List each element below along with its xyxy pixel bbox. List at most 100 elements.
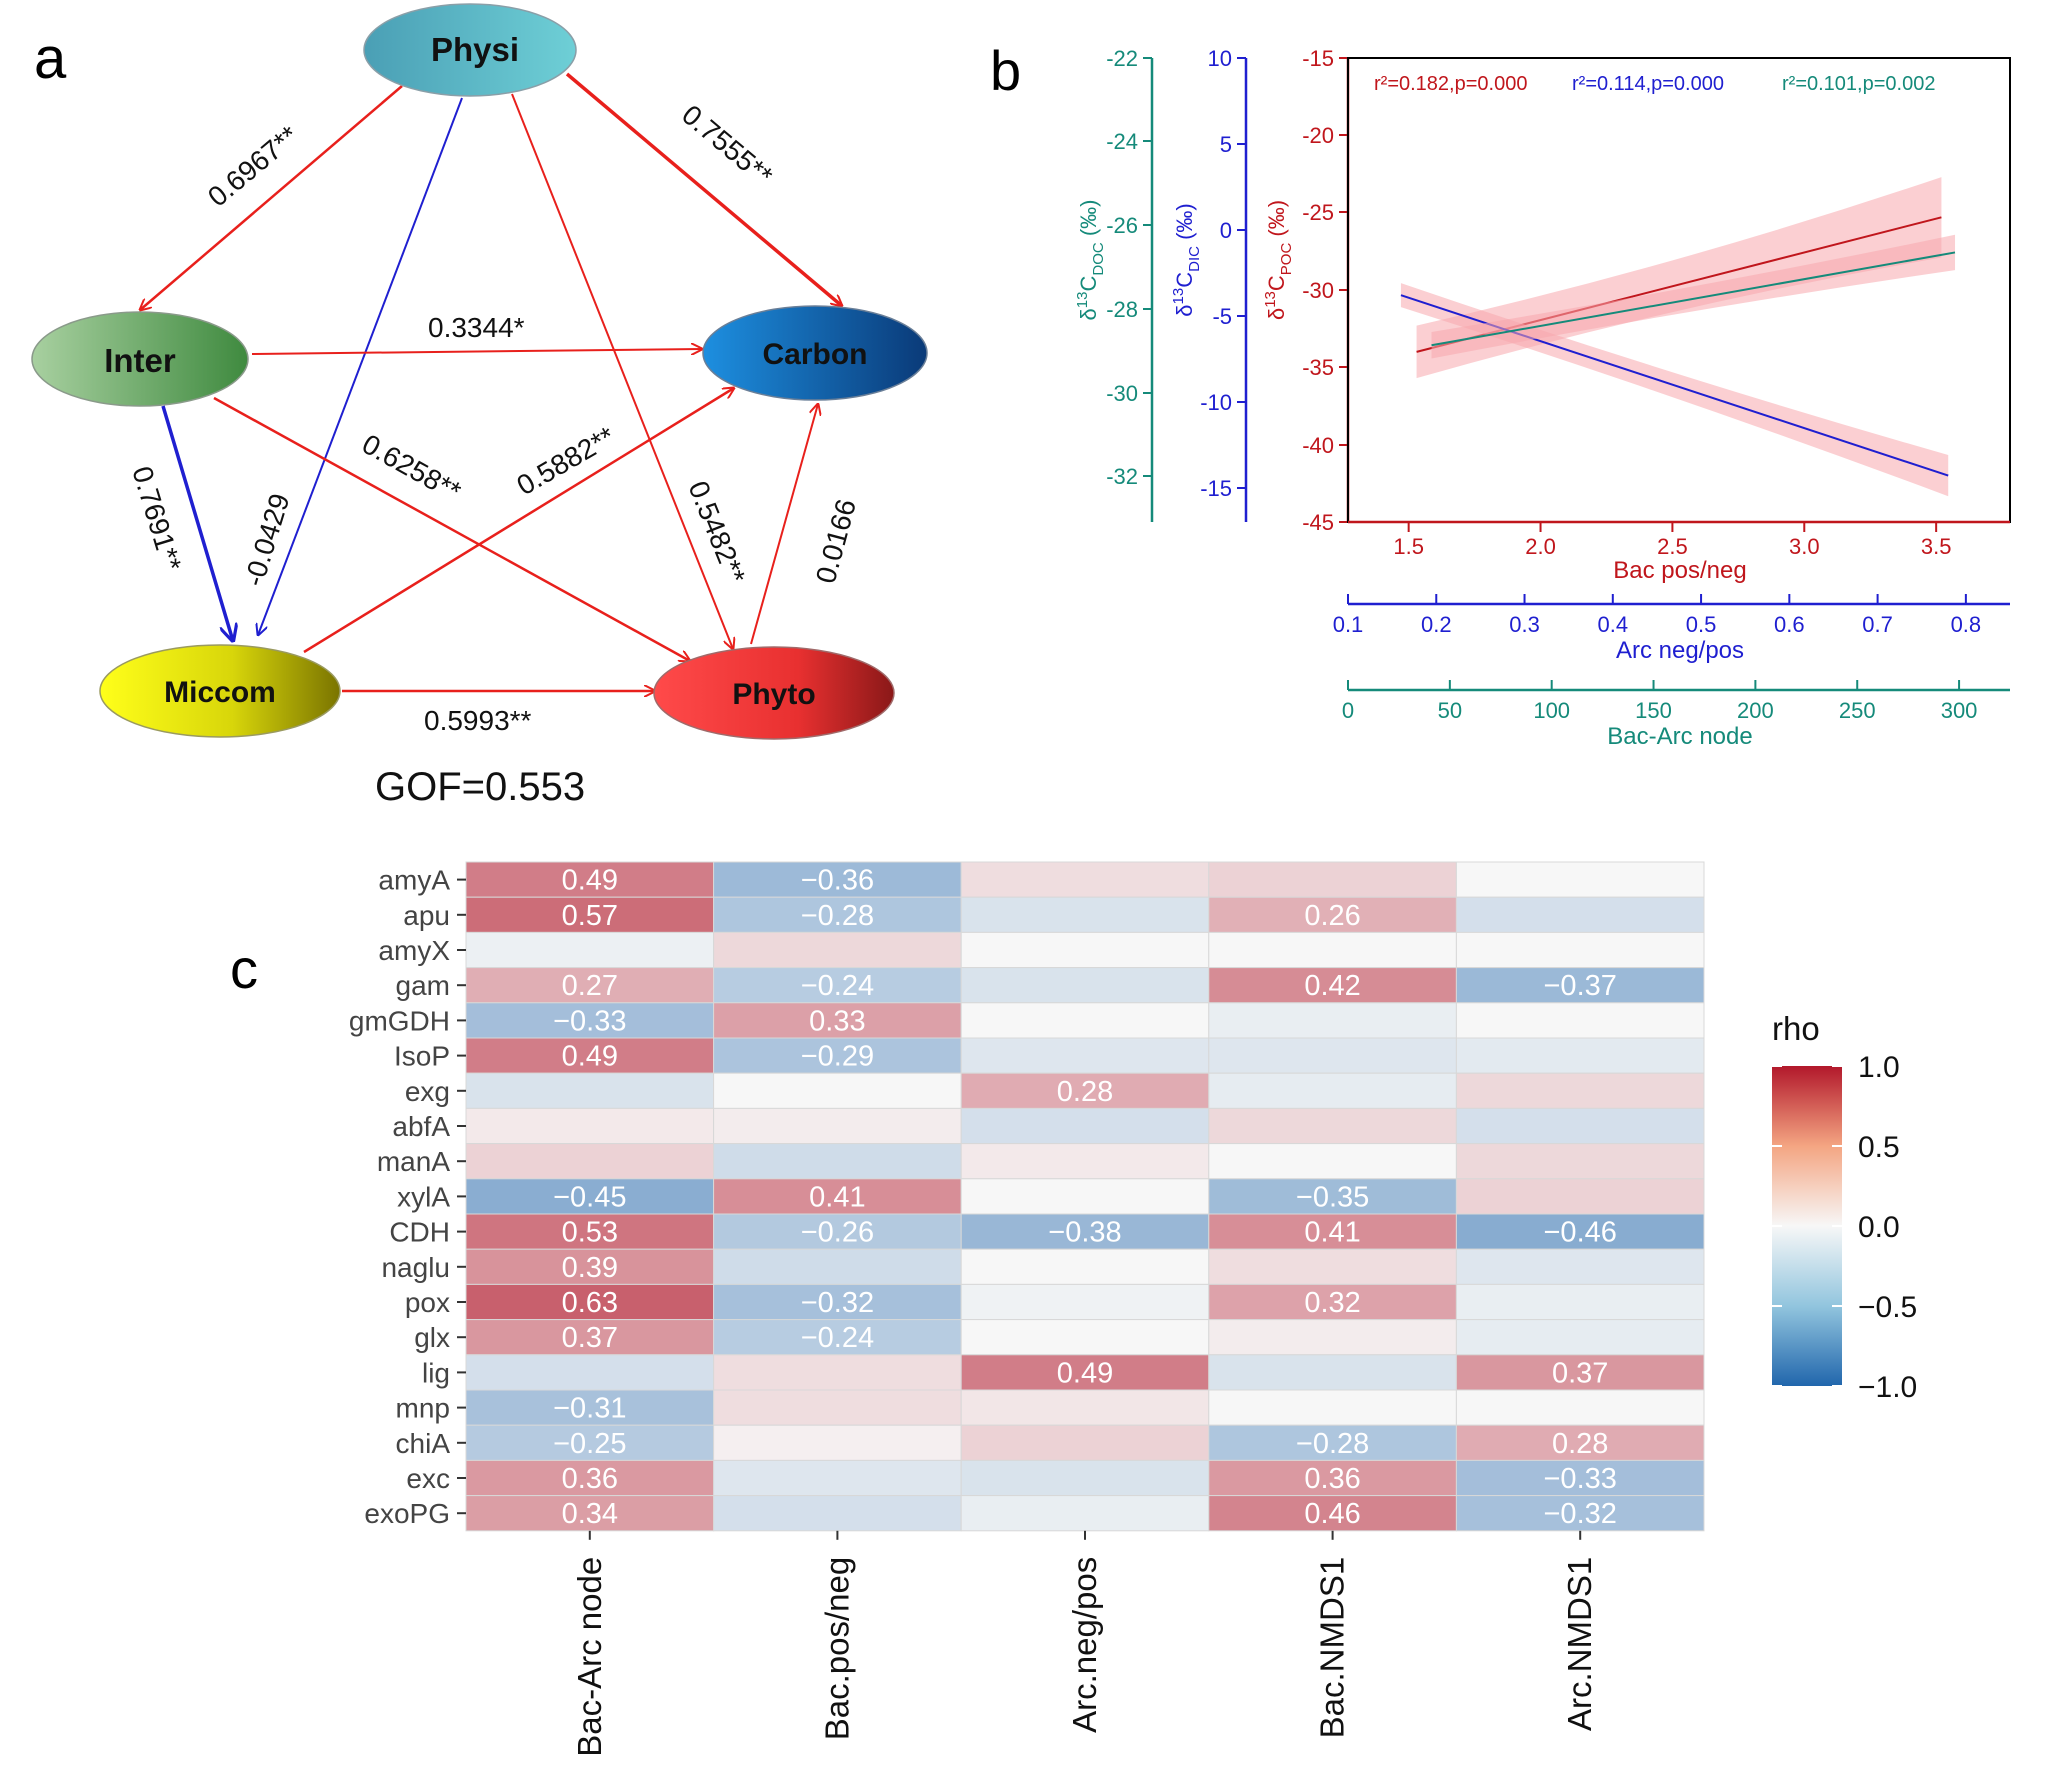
column-label: Arc.neg/pos (1066, 1557, 1103, 1733)
heat-cell (713, 1002, 962, 1039)
cell-label: −0.25 (553, 1428, 626, 1460)
heat-cell (1455, 1319, 1705, 1356)
y-axis-label: δ13CDOC (‰) (1074, 200, 1107, 321)
y-tick-label: -22 (1106, 46, 1138, 71)
edge-label-inter-carbon: 0.3344* (428, 312, 525, 343)
node-carbon: Carbon (702, 305, 928, 401)
heat-cell (1208, 931, 1457, 969)
edge-inter-carbon (251, 349, 702, 354)
edge-miccom-carbon (303, 388, 734, 654)
heat-cell (1208, 1354, 1457, 1391)
cell-label: −0.26 (801, 1217, 874, 1249)
b-stats: r²=0.182,p=0.000 r²=0.114,p=0.000 r²=0.1… (1374, 73, 1935, 95)
row-label: lig (422, 1357, 450, 1388)
x-tick-label: 2.5 (1657, 534, 1688, 559)
cell-label: 0.49 (1057, 1357, 1113, 1389)
cell-label: 0.33 (809, 1005, 865, 1037)
heat-cell (713, 1354, 962, 1391)
stat-poc: r²=0.182,p=0.000 (1374, 73, 1527, 95)
node-label-miccom: Miccom (164, 676, 276, 709)
y-tick-label: -20 (1302, 123, 1334, 148)
heat-cell (1455, 1143, 1705, 1180)
y-tick-label: 10 (1208, 46, 1232, 71)
y-tick-label: -30 (1106, 381, 1138, 406)
row-label: xylA (397, 1181, 450, 1212)
y-tick-label: -32 (1106, 464, 1138, 489)
edge-label-inter-miccom: 0.7691** (126, 463, 187, 575)
heat-cell (960, 896, 1210, 933)
edge-physi-inter (140, 85, 403, 310)
x-tick-label: 0.6 (1774, 612, 1805, 637)
cell-label: 0.28 (1057, 1076, 1113, 1108)
heat-cell (465, 1389, 715, 1426)
heat-cell (465, 861, 715, 898)
legend-tick-label: −0.5 (1858, 1291, 1917, 1324)
heat-cell (1455, 1354, 1705, 1391)
cell-label: −0.28 (801, 900, 874, 932)
heat-cell (960, 861, 1210, 898)
y-tick-label: -40 (1302, 433, 1334, 458)
row-label: amyX (378, 935, 450, 966)
cell-label: −0.38 (1048, 1217, 1121, 1249)
x-axis-label-2: Bac-Arc node (1607, 723, 1752, 750)
x-tick-label: 0.2 (1421, 612, 1452, 637)
heat-cell (1455, 931, 1705, 969)
heat-cell (1455, 1107, 1705, 1145)
heat-cell (1208, 1037, 1457, 1074)
heat-cell (713, 1424, 962, 1461)
heat-cell (1455, 1424, 1705, 1461)
heat-cell (1455, 1459, 1705, 1497)
edge-label-inter-phyto: 0.6258** (357, 428, 466, 507)
cell-label: −0.32 (801, 1287, 874, 1319)
cell-label: −0.32 (1544, 1498, 1617, 1530)
heat-cell (713, 861, 962, 898)
cell-label: 0.41 (809, 1181, 865, 1213)
x-tick-label: 200 (1737, 698, 1774, 723)
node-label-inter: Inter (104, 342, 176, 379)
stat-dic: r²=0.114,p=0.000 (1572, 73, 1724, 95)
heat-cell (1208, 1178, 1457, 1215)
y-tick-label: -10 (1200, 390, 1232, 415)
edge-phyto-carbon (750, 404, 818, 645)
heat-cell (713, 1072, 962, 1109)
heat-cell (960, 1354, 1210, 1391)
heat-cell (960, 1213, 1210, 1250)
y-tick-label: -35 (1302, 355, 1334, 380)
heat-cell (960, 1248, 1210, 1285)
heat-cell (713, 1178, 962, 1215)
heat-cell (960, 931, 1210, 969)
heat-cell (1455, 1389, 1705, 1426)
y-tick-label: -24 (1106, 129, 1138, 154)
cell-label: −0.24 (801, 1322, 874, 1354)
heat-cell (465, 1037, 715, 1074)
heat-cell (465, 1072, 715, 1109)
x-tick-label: 0.3 (1509, 612, 1540, 637)
column-label: Bac.pos/neg (818, 1557, 855, 1740)
legend-tick-label: −1.0 (1858, 1371, 1917, 1404)
row-label: abfA (392, 1111, 450, 1142)
heat-cell (1455, 896, 1705, 933)
x-tick-label: 1.5 (1393, 534, 1424, 559)
heat-cell (960, 1459, 1210, 1497)
confidence-band-dic (1400, 283, 1949, 497)
x-axis-label-0: Bac pos/neg (1613, 557, 1746, 584)
heat-cell (713, 1319, 962, 1356)
x-tick-label: 0.4 (1598, 612, 1629, 637)
edge-label-miccom-phyto: 0.5993** (424, 705, 532, 736)
panel-a: a 0.6967** 0.7555** 0.3344* 0.7691** -0.… (31, 3, 928, 809)
y-tick-label: -15 (1302, 46, 1334, 71)
heat-cell (960, 1002, 1210, 1039)
cell-label: 0.36 (1304, 1463, 1360, 1495)
y-tick-label: -30 (1302, 278, 1334, 303)
heat-cell (465, 1424, 715, 1461)
heat-cell (960, 1389, 1210, 1426)
heat-cell (1208, 1107, 1457, 1145)
x-tick-label: 100 (1533, 698, 1570, 723)
row-label: chiA (396, 1428, 451, 1459)
legend-ticks: 1.00.50.0−0.5−1.0 (1772, 1051, 1917, 1404)
legend-title: rho (1772, 1010, 1820, 1047)
x-tick-label: 0.5 (1686, 612, 1717, 637)
heat-cell (1208, 1248, 1457, 1285)
